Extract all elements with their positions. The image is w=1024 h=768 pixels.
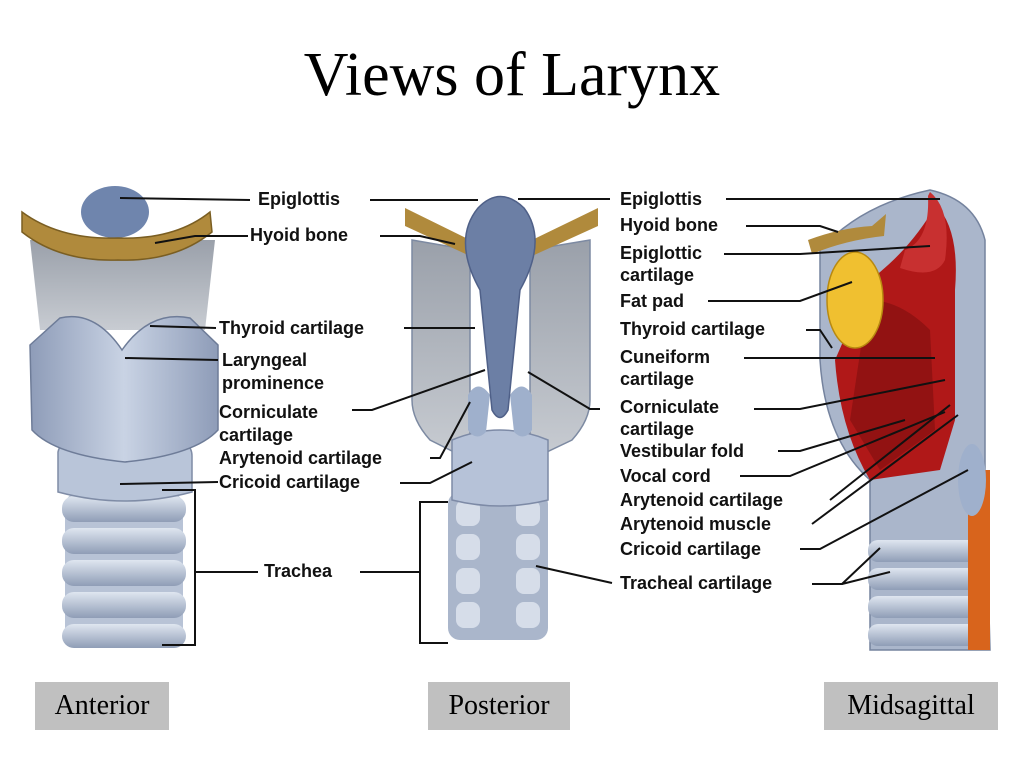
posterior-arytenoid	[468, 386, 490, 437]
midsagittal-epiglottis	[900, 192, 947, 273]
label-thyroid-cartilage-midsagittal: Thyroid cartilage	[620, 319, 766, 339]
label-laryngeal-prominence-line2: prominence	[222, 373, 325, 393]
label-arytenoid-cartilage-anterior: Arytenoid cartilage	[219, 448, 383, 468]
label-epiglottic-cartilage-line2: cartilage	[620, 265, 695, 285]
label-hyoid-bone-midsagittal: Hyoid bone	[620, 215, 718, 235]
label-trachea: Trachea	[264, 561, 333, 581]
view-tag-midsagittal: Midsagittal	[824, 682, 998, 730]
anterior-trachea	[62, 492, 186, 648]
label-thyroid-cartilage-anterior: Thyroid cartilage	[219, 318, 365, 338]
label-arytenoid-cartilage-midsagittal: Arytenoid cartilage	[620, 490, 784, 510]
label-cuneiform-cartilage-line2: cartilage	[620, 369, 695, 389]
anterior-membrane	[30, 240, 215, 330]
midsagittal-cricoid	[958, 444, 986, 516]
anterior-thyroid	[29, 315, 219, 463]
label-cricoid-cartilage-midsagittal: Cricoid cartilage	[620, 539, 762, 559]
midsagittal-hyoid	[808, 214, 886, 254]
slide-title: Views of Larynx	[303, 41, 721, 109]
view-tag-posterior: Posterior	[428, 682, 570, 730]
anterior-hyoid	[21, 210, 213, 261]
label-cuneiform-cartilage-line1: Cuneiform	[620, 347, 710, 367]
label-corniculate-cartilage-midsagittal-line2: cartilage	[620, 419, 695, 439]
posterior-epiglottis	[464, 195, 536, 419]
anterior-epiglottis	[81, 186, 149, 238]
label-corniculate-cartilage-anterior-line2: cartilage	[219, 425, 294, 445]
midsagittal-trachea	[868, 470, 990, 650]
label-corniculate-cartilage-anterior-line1: Corniculate	[219, 402, 319, 422]
label-corniculate-cartilage-midsagittal-line1: Corniculate	[620, 397, 720, 417]
midsagittal-illustration	[808, 189, 991, 651]
label-cricoid-cartilage-anterior: Cricoid cartilage	[219, 472, 361, 492]
label-vestibular-fold: Vestibular fold	[620, 441, 745, 461]
view-tag-anterior: Anterior	[35, 682, 169, 730]
midsagittal-fat-pad	[826, 251, 884, 349]
posterior-trachea	[448, 492, 548, 640]
label-tracheal-cartilage: Tracheal cartilage	[620, 573, 773, 593]
label-vocal-cord: Vocal cord	[620, 466, 711, 486]
anterior-illustration	[21, 186, 219, 648]
label-fat-pad: Fat pad	[620, 291, 685, 311]
label-arytenoid-muscle: Arytenoid muscle	[620, 514, 772, 534]
label-epiglottic-cartilage-line1: Epiglottic	[620, 243, 702, 263]
posterior-thyroid	[411, 239, 471, 462]
posterior-illustration	[405, 195, 598, 640]
label-epiglottis-midsagittal: Epiglottis	[620, 189, 702, 209]
label-hyoid-bone-anterior: Hyoid bone	[250, 225, 348, 245]
posterior-cricoid	[451, 429, 549, 507]
label-epiglottis-anterior: Epiglottis	[258, 189, 340, 209]
label-laryngeal-prominence-line1: Laryngeal	[222, 350, 308, 370]
leader-lines	[119, 197, 969, 646]
